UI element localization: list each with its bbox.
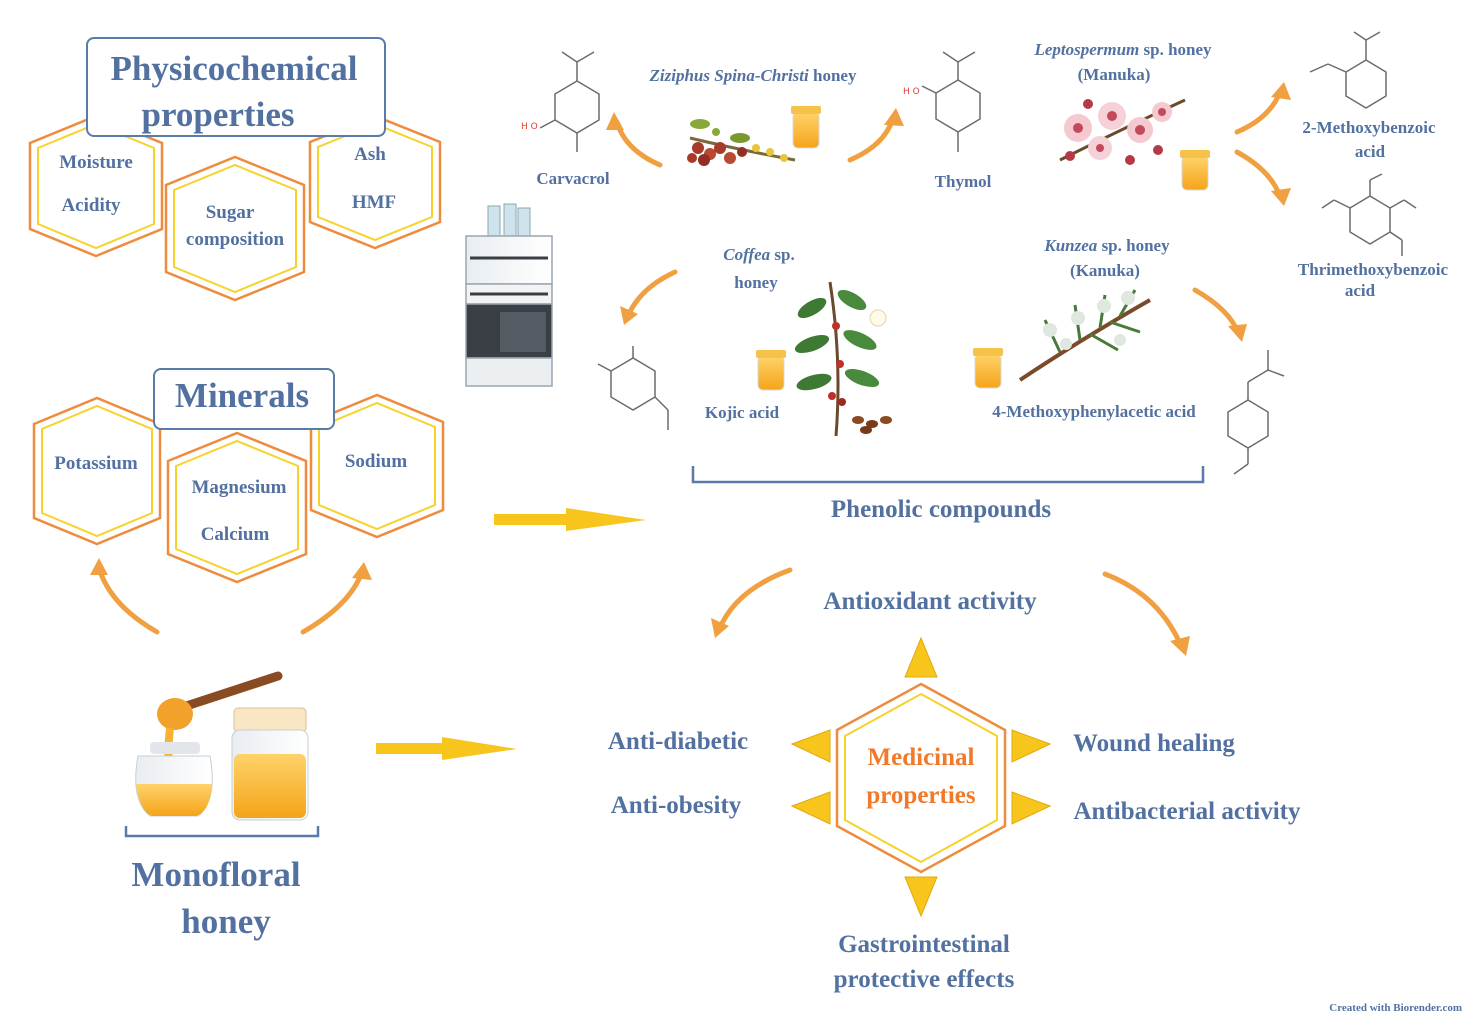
- ziziphus-label: Ziziphus Spina-Christi honey: [649, 66, 857, 85]
- phenolic-brace: [691, 466, 1205, 484]
- medicinal-pointers: [790, 636, 1052, 918]
- structure-4-methoxyphenylacetic: [1227, 350, 1285, 475]
- label-sodium: Sodium: [344, 451, 408, 472]
- physicochemical-title-line2: properties: [141, 95, 295, 134]
- gastrointestinal-label: Gastrointestinal: [838, 931, 1010, 958]
- minerals-title-box: [153, 368, 335, 430]
- hexagon-medicinal: [835, 682, 1007, 874]
- ziziphus-plant-icon: [687, 119, 796, 166]
- honey-jars-icon: [135, 671, 309, 821]
- label-potassium: Potassium: [54, 453, 138, 474]
- label-moisture: Moisture: [59, 152, 133, 173]
- structure-trimethoxybenzoic: [1321, 173, 1417, 256]
- trimethoxybenzoic-label-line2: acid: [1344, 281, 1376, 300]
- label-hmf: HMF: [351, 192, 397, 213]
- label-calcium: Calcium: [200, 524, 270, 545]
- yellow-arrows: [376, 508, 646, 760]
- coffee-plant-icon: [794, 281, 892, 437]
- properties-label: properties: [866, 782, 976, 809]
- structure-kojic: [597, 346, 669, 430]
- honey-label: honey: [181, 902, 271, 941]
- small-honey-jar-icon: [791, 106, 821, 149]
- coffea-honey-label: honey: [734, 273, 778, 292]
- hexagon-moisture-acidity: [28, 114, 164, 258]
- kanuka-label: (Kanuka): [1070, 261, 1140, 280]
- kojic-label: Kojic acid: [704, 403, 780, 422]
- carvacrol-label: Carvacrol: [536, 169, 610, 188]
- credit-text: Created with Biorender.com: [1329, 1002, 1462, 1014]
- structure-thymol: [921, 51, 981, 152]
- kanuka-plant-icon: [1018, 289, 1151, 382]
- label-magnesium: Magnesium: [191, 477, 287, 498]
- antiobesity-label: Anti-obesity: [610, 792, 742, 819]
- label-ash: Ash: [354, 144, 386, 165]
- small-honey-jar-icon: [1180, 150, 1210, 191]
- monofloral-label: Monofloral: [131, 855, 301, 894]
- hexagon-potassium: [32, 396, 162, 546]
- small-honey-jar-icon: [973, 348, 1003, 389]
- manuka-label: (Manuka): [1077, 65, 1151, 84]
- antidiabetic-label: Anti-diabetic: [607, 728, 749, 755]
- hexagon-sodium: [309, 393, 445, 539]
- small-honey-jar-icon: [756, 350, 786, 391]
- label-acidity: Acidity: [61, 195, 121, 216]
- label-composition: composition: [185, 229, 285, 250]
- coffea-label: Coffea sp.: [723, 245, 795, 264]
- kunzea-label: Kunzea sp. honey: [1044, 236, 1170, 255]
- wound-healing-label: Wound healing: [1073, 730, 1235, 757]
- methoxyphenylacetic-label: 4-Methoxyphenylacetic acid: [992, 402, 1196, 421]
- leptospermum-label: Leptospermum sp. honey: [1034, 40, 1212, 59]
- manuka-flower-icon: [1059, 98, 1186, 165]
- medicinal-label: Medicinal: [867, 744, 975, 771]
- antibacterial-label: Antibacterial activity: [1073, 798, 1301, 825]
- minerals-title: Minerals: [174, 376, 310, 415]
- honey-brace: [124, 826, 320, 838]
- thymol-label: Thymol: [934, 172, 992, 191]
- physicochemical-title: Physicochemical: [110, 49, 358, 88]
- hexagon-magnesium-calcium: [166, 431, 308, 584]
- antioxidant-label: Antioxidant activity: [823, 588, 1037, 615]
- structure-2-methoxybenzoic: [1309, 31, 1387, 109]
- methoxybenzoic-label: 2-Methoxybenzoic: [1302, 118, 1436, 137]
- protective-effects-label: protective effects: [833, 966, 1015, 993]
- methoxybenzoic-label-line2: acid: [1354, 142, 1386, 161]
- hexagon-sugar: [164, 155, 306, 302]
- hplc-instrument-icon: [465, 203, 553, 387]
- atom-o: H O: [521, 122, 538, 132]
- atom-o: H O: [903, 87, 920, 97]
- trimethoxybenzoic-label: Thrimethoxybenzoic: [1297, 260, 1449, 279]
- physicochemical-title-box: [86, 37, 386, 137]
- label-sugar: Sugar: [205, 202, 255, 223]
- orange-arrowheads: [90, 82, 1291, 656]
- phenolic-compounds-label: Phenolic compounds: [830, 496, 1052, 523]
- structure-carvacrol: [539, 51, 600, 152]
